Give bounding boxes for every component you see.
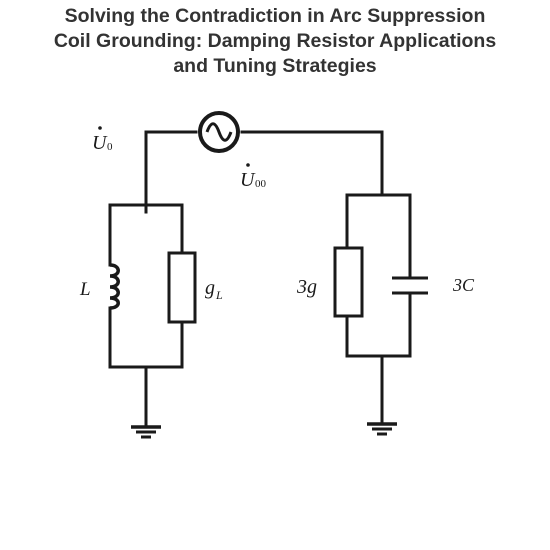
- wire-left-branch: [108, 203, 184, 429]
- label-3C: 3C: [452, 275, 475, 295]
- ground-right: [367, 422, 397, 436]
- label-source-left-main: U: [92, 132, 108, 154]
- title-line-3: and Tuning Strategies: [173, 55, 377, 77]
- capacitor-3C: [392, 276, 428, 295]
- label-source-mid: U 00: [240, 163, 267, 191]
- inductor-coil: [109, 263, 120, 310]
- label-source-mid-sub: 00: [255, 178, 267, 190]
- wire-top-left: [144, 130, 198, 214]
- title-line-2: Coil Grounding: Damping Resistor Applica…: [53, 30, 497, 52]
- label-source-left: U 0: [92, 126, 113, 154]
- resistor-gL: [167, 251, 197, 324]
- label-3g: 3g: [296, 276, 317, 298]
- wire-right-branch: [345, 193, 412, 426]
- label-gL: g L: [205, 277, 223, 302]
- wire-top-right: [240, 130, 384, 197]
- resistor-3g: [333, 246, 364, 318]
- label-inductor: L: [79, 279, 91, 300]
- label-source-left-sub: 0: [107, 141, 113, 153]
- label-gL-main: g: [205, 277, 215, 299]
- label-gL-sub: L: [215, 288, 223, 302]
- ac-source: [198, 111, 240, 153]
- label-source-mid-main: U: [240, 169, 256, 191]
- page-title: Solving the Contradiction in Arc Suppres…: [0, 4, 550, 79]
- ground-left: [131, 425, 161, 439]
- title-line-1: Solving the Contradiction in Arc Suppres…: [64, 5, 486, 27]
